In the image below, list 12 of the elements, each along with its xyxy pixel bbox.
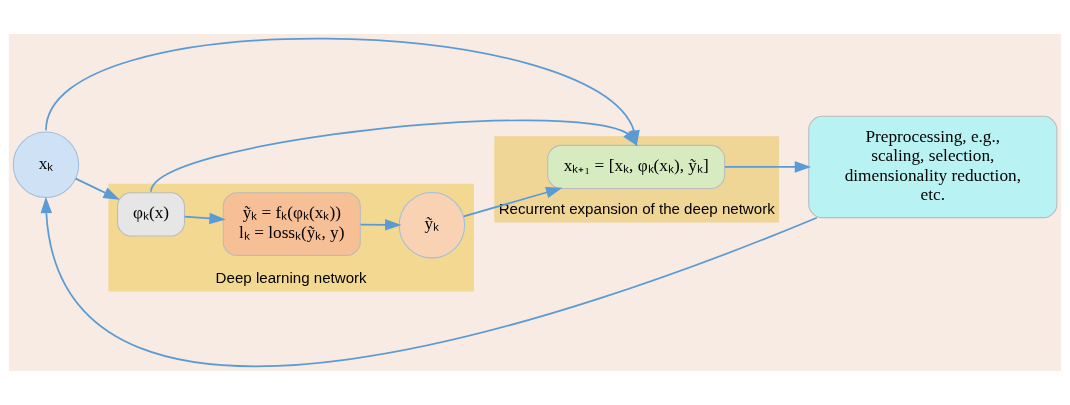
arrow	[74, 177, 120, 200]
node-box: φₖ(x)	[117, 192, 185, 237]
node-circle: ỹₖ	[398, 191, 466, 259]
arrow	[183, 212, 226, 225]
node-box: ỹₖ = fₖ(φₖ(xₖ)) lₖ = lossₖ(ỹₖ, y)	[222, 192, 361, 256]
arrow	[723, 161, 812, 173]
node-box: xₖ₊₁ = [xₖ, φₖ(xₖ), ỹₖ]	[547, 144, 726, 190]
arrow	[462, 186, 563, 218]
arrow	[40, 196, 818, 367]
arrow	[359, 219, 402, 231]
node-circle: xₖ	[12, 131, 80, 198]
node-box: Preprocessing, e.g., scaling, selection, dimensionality reduction, etc.	[808, 115, 1058, 219]
